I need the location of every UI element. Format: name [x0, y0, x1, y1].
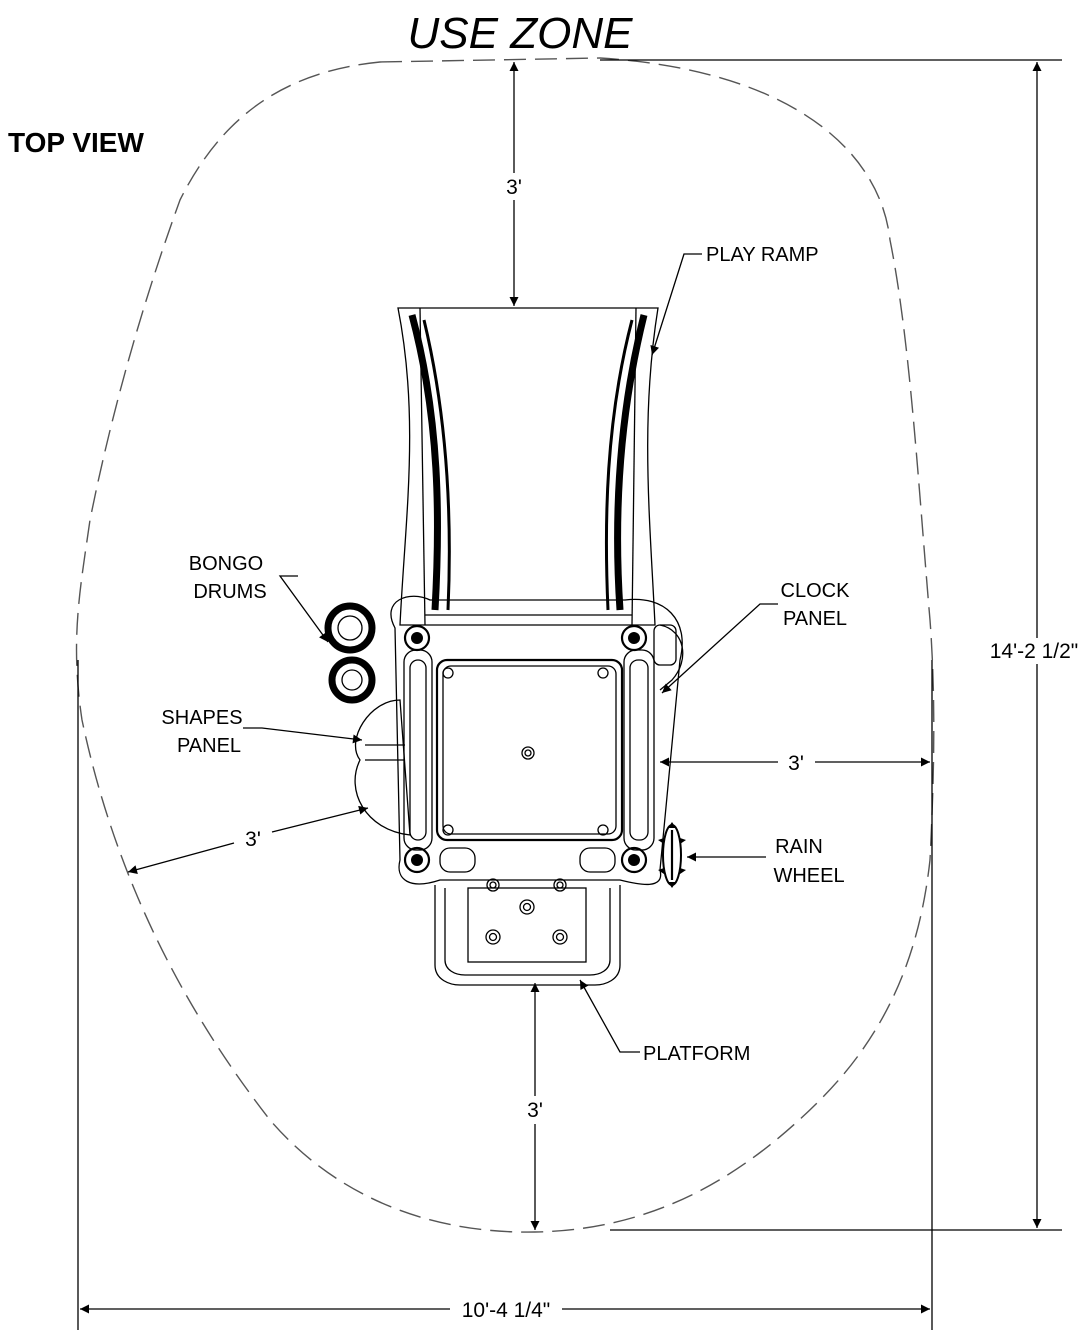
dim-right-clearance: 3': [788, 752, 804, 775]
callout-leaders: [243, 253, 778, 1053]
drawing-title: USE ZONE: [408, 9, 634, 58]
callout-clock-panel-line1: CLOCK: [781, 580, 851, 602]
dim-top-clearance: 3': [506, 176, 522, 199]
shapes-panel: [354, 699, 411, 836]
posts: [403, 624, 655, 874]
equipment-top-view: [324, 307, 686, 986]
callout-platform: PLATFORM: [643, 1043, 750, 1065]
callout-rain-wheel-line2: WHEEL: [773, 865, 844, 887]
bongo-drums: [324, 602, 376, 704]
dim-overall-length: 14'-2 1/2": [990, 640, 1079, 663]
callout-rain-wheel-line1: RAIN: [775, 836, 823, 858]
deck-frame: [390, 595, 683, 886]
extension-lines: [77, 59, 1062, 1330]
callout-shapes-panel-line1: SHAPES: [161, 707, 242, 729]
platform: [434, 878, 621, 986]
callout-play-ramp: PLAY RAMP: [706, 244, 819, 266]
dimension-lines: [80, 62, 1042, 1314]
play-ramp: [397, 307, 659, 626]
view-label: TOP VIEW: [8, 127, 144, 158]
callout-clock-panel-line2: PANEL: [783, 608, 847, 630]
dim-overall-width: 10'-4 1/4": [462, 1299, 551, 1322]
dim-left-clearance: 3': [245, 828, 261, 851]
dim-bottom-clearance: 3': [527, 1099, 543, 1122]
rain-wheel: [658, 822, 686, 888]
callout-bongo-drums-line1: BONGO: [189, 553, 263, 575]
clock-panel: [653, 624, 684, 691]
callout-shapes-panel-line2: PANEL: [177, 735, 241, 757]
callout-bongo-drums-line2: DRUMS: [193, 581, 266, 603]
use-zone-boundary: [75, 57, 935, 1233]
